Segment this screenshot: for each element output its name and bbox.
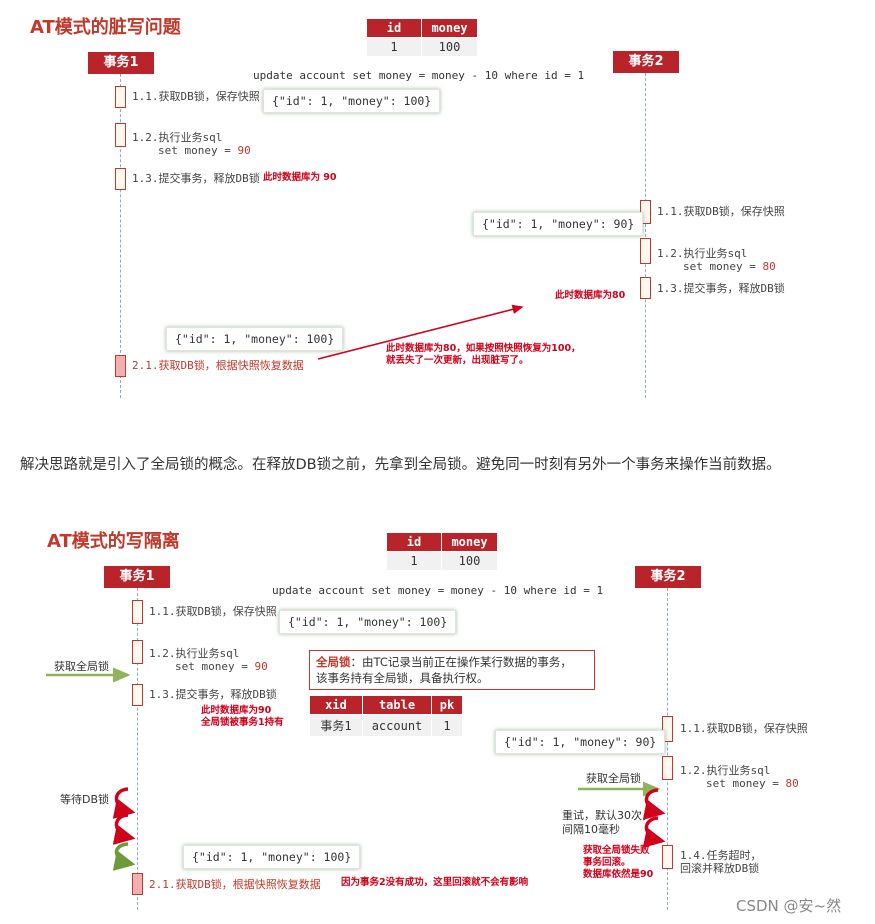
tx1-s2-step-2: 1.2.执行业务sql <box>149 647 240 660</box>
acquired-loop <box>112 842 136 871</box>
tx1-activation-rollback <box>115 355 126 377</box>
sql-value: 80 <box>785 777 799 790</box>
tx2-lifeline-2 <box>667 588 668 910</box>
tx2-get-global-lock-label: 获取全局锁 <box>586 772 641 785</box>
tx1-step-2: 1.2.执行业务sql <box>132 131 223 144</box>
tx1-lifeline-2 <box>137 588 138 910</box>
sql-text: set money = <box>706 777 786 790</box>
tx1-db-note: 此时数据库为 90 <box>263 172 337 183</box>
lock-header-pk: pk <box>431 695 463 715</box>
tx1-s2-step-3: 1.3.提交事务，释放DB锁 <box>149 688 277 701</box>
table-cell-id: 1 <box>386 551 442 571</box>
snapshot-box-3: {"id": 1, "money": 100} <box>166 327 344 351</box>
tx2-step-2: 1.2.执行业务sql <box>657 247 748 260</box>
lock-cell-pk: 1 <box>431 714 463 737</box>
tx1-s2-activation-3 <box>132 684 143 706</box>
tx1-s2-rollback-step: 2.1.获取DB锁，根据快照恢复数据 <box>149 878 321 891</box>
sql-value: 80 <box>762 260 776 273</box>
tx1-s2-activation-1 <box>132 600 143 624</box>
table-header-money: money <box>441 532 498 552</box>
tx2-s2-step-1: 1.1.获取DB锁，保存快照 <box>680 722 808 735</box>
retry-loop-1 <box>642 788 666 820</box>
tx2-header-2: 事务2 <box>635 566 701 588</box>
global-lock-table: xid table pk 事务1 account 1 <box>309 695 463 737</box>
section2-arrows <box>46 667 666 871</box>
sql-text: set money = <box>683 260 763 273</box>
watermark: CSDN @安~然 <box>736 897 842 915</box>
table-header-id: id <box>366 18 422 38</box>
get-global-lock-label: 获取全局锁 <box>54 660 109 673</box>
explanation-paragraph: 解决思路就是引入了全局锁的概念。在释放DB锁之前，先拿到全局锁。避免同一时刻有另… <box>20 457 781 473</box>
retry-loop-2 <box>642 816 666 848</box>
tx1-s2-step-1: 1.1.获取DB锁，保存快照 <box>149 605 277 618</box>
tx2-s2-step-2-sql: set money = 80 <box>706 777 799 791</box>
section1-title: AT模式的脏写问题 <box>30 17 181 38</box>
sql-value: 90 <box>254 660 268 673</box>
sql-text: set money = <box>158 144 238 157</box>
table-cell-money: 100 <box>441 551 498 571</box>
lock-cell-table: account <box>362 714 432 737</box>
tx1-step-1: 1.1.获取DB锁，保存快照 <box>132 90 260 103</box>
tx2-s2-activation-3 <box>662 845 673 869</box>
tx2-step-3: 1.3.提交事务，释放DB锁 <box>657 282 785 295</box>
tx2-fail-note: 获取全局锁失败 事务回滚。 数据库依然是90 <box>583 845 654 880</box>
tx1-s2-db-note: 此时数据库为90 全局锁被事务1持有 <box>201 705 284 728</box>
wait-db-lock-label: 等待DB锁 <box>60 793 110 806</box>
wait-loop-1 <box>112 787 136 819</box>
update-sql-2: update account set money = money - 10 wh… <box>272 584 604 597</box>
no-effect-note: 因为事务2没有成功，这里回滚就不会有影响 <box>341 877 529 888</box>
tx2-activation-2 <box>640 238 651 264</box>
tx2-s2-activation-2 <box>662 756 673 780</box>
sql-text: set money = <box>175 660 255 673</box>
tx1-activation-2 <box>115 123 126 147</box>
lock-header-table: table <box>362 695 432 715</box>
sql-value: 90 <box>237 144 251 157</box>
tx1-s2-activation-rollback <box>132 873 143 895</box>
update-sql: update account set money = money - 10 wh… <box>253 69 585 82</box>
global-lock-term: 全局锁 <box>316 655 351 669</box>
tx2-s2-step-4b: 回滚并释放DB锁 <box>680 862 760 875</box>
snapshot-box-2: {"id": 1, "money": 90} <box>473 212 644 236</box>
tx1-s2-activation-2 <box>132 640 143 664</box>
table-header-money: money <box>421 18 478 38</box>
tx1-header-2: 事务1 <box>104 566 170 588</box>
tx2-lifeline <box>645 73 646 398</box>
tx1-step-3: 1.3.提交事务，释放DB锁 <box>132 172 260 185</box>
tx2-activation-3 <box>640 277 651 299</box>
tx1-s2-step-2-sql: set money = 90 <box>175 660 268 674</box>
table-header-id: id <box>386 532 442 552</box>
snapshot-box-s2-1: {"id": 1, "money": 100} <box>279 610 457 634</box>
wait-loop-2 <box>112 813 136 845</box>
tx1-lifeline <box>120 74 121 398</box>
tx2-s2-step-4a: 1.4.任务超时， <box>680 849 762 862</box>
snapshot-box-s2-3: {"id": 1, "money": 100} <box>183 845 361 869</box>
lock-header-xid: xid <box>309 695 363 715</box>
tx2-step-1: 1.1.获取DB锁，保存快照 <box>657 205 785 218</box>
dirty-write-arrow <box>317 304 524 360</box>
tx2-s2-step-2: 1.2.执行业务sql <box>680 764 771 777</box>
section2-title: AT模式的写隔离 <box>47 531 180 552</box>
table-cell-money: 100 <box>421 37 478 57</box>
tx1-activation-3 <box>115 168 126 190</box>
tx2-s2-activation-1 <box>662 716 673 742</box>
global-lock-desc: ：由TC记录当前正在操作某行数据的事务， 该事务持有全局锁，具备执行权。 <box>316 655 572 685</box>
snapshot-box-s2-2: {"id": 1, "money": 90} <box>495 730 666 754</box>
tx1-activation-1 <box>115 86 126 108</box>
lost-update-note: 此时数据库为80，如果按照快照恢复为100， 就丢失了一次更新，出现脏写了。 <box>386 343 581 366</box>
tx1-rollback-step: 2.1.获取DB锁，根据快照恢复数据 <box>132 359 304 372</box>
db-80-note: 此时数据库为80 <box>555 290 626 301</box>
snapshot-box-1: {"id": 1, "money": 100} <box>263 89 441 113</box>
tx2-step-2-sql: set money = 80 <box>683 260 776 274</box>
global-lock-box: 全局锁：由TC记录当前正在操作某行数据的事务， 该事务持有全局锁，具备执行权。 <box>309 650 595 690</box>
tx1-step-2-sql: set money = 90 <box>158 144 251 158</box>
tx2-header: 事务2 <box>613 51 679 73</box>
tx1-header: 事务1 <box>88 52 154 74</box>
retry-label: 重试，默认30次， 间隔10毫秒 <box>562 809 653 836</box>
